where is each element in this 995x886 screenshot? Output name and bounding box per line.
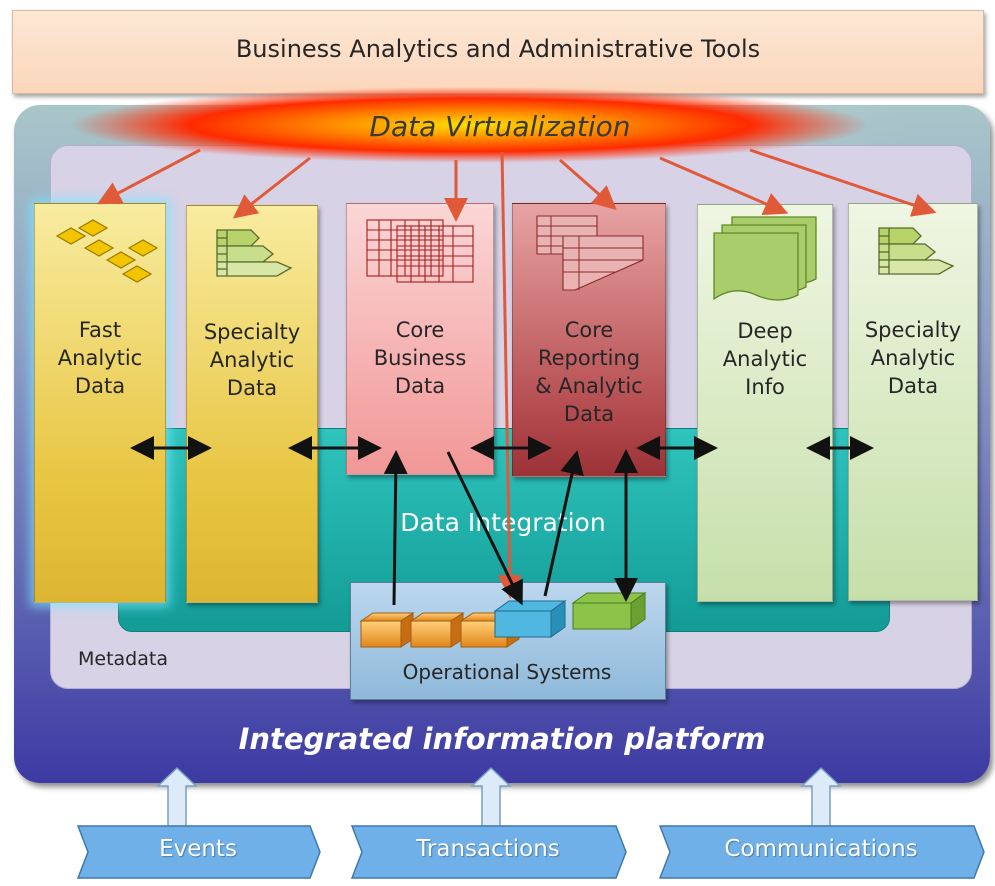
stacked-sheets-icon xyxy=(536,215,644,291)
virtualization-link xyxy=(749,148,937,217)
store-label: Core Reporting & Analytic Data xyxy=(535,318,643,426)
operational-systems-label: Operational Systems xyxy=(402,660,612,684)
metadata-label: Metadata xyxy=(78,648,168,670)
integrated-platform-label: Integrated information platform xyxy=(238,722,766,756)
store-label: Specialty Analytic Data xyxy=(864,318,962,398)
store-label: Fast Analytic Data xyxy=(57,318,143,398)
business-tools-title: Business Analytics and Administrative To… xyxy=(235,35,761,63)
up-arrow-icon xyxy=(800,766,842,831)
business-tools-bar: Business Analytics and Administrative To… xyxy=(12,10,984,94)
store-fast-analytic-data: Fast Analytic Data xyxy=(34,203,166,603)
store-specialty-analytic-data-2: Specialty Analytic Data xyxy=(848,203,978,601)
virtualization-glow xyxy=(70,87,870,163)
store-label: Core Business Data xyxy=(373,318,467,398)
source-label: Communications xyxy=(724,836,918,862)
grid-table-icon xyxy=(366,219,474,283)
document-stack-icon xyxy=(713,216,817,301)
source-transactions: Transactions xyxy=(352,824,624,876)
integration-arrow xyxy=(446,451,523,606)
virtualization-link xyxy=(659,156,789,216)
store-label: Specialty Analytic Data xyxy=(203,320,301,400)
virtualization-link xyxy=(559,158,617,210)
data-virtualization-label: Data Virtualization xyxy=(369,110,631,143)
data-integration-label: Data Integration xyxy=(400,508,606,537)
source-label: Transactions xyxy=(416,836,560,862)
source-box-transactions xyxy=(350,825,627,879)
virtualization-link xyxy=(97,148,201,205)
store-deep-analytic-info: Deep Analytic Info xyxy=(697,204,833,602)
store-core-business-data: Core Business Data xyxy=(346,203,494,475)
up-arrow-icon xyxy=(470,766,512,831)
integration-arrow xyxy=(543,450,584,597)
up-arrow-icon xyxy=(156,766,198,831)
operational-systems-box xyxy=(350,582,666,700)
source-communications: Communications xyxy=(660,824,982,876)
stepped-table-icon xyxy=(216,229,293,277)
source-box-communications xyxy=(658,825,985,879)
source-events: Events xyxy=(78,824,318,876)
stepped-table-icon xyxy=(878,227,955,275)
virtualization-link xyxy=(497,151,522,599)
virtualization-link xyxy=(232,156,311,219)
store-label: Deep Analytic Info xyxy=(722,319,808,399)
source-label: Events xyxy=(159,836,237,862)
source-box-events xyxy=(76,825,321,879)
store-core-reporting-analytic-data: Core Reporting & Analytic Data xyxy=(512,203,666,477)
diamond-cluster-icon xyxy=(55,219,159,283)
integration-arrow xyxy=(383,450,408,606)
store-specialty-analytic-data-1: Specialty Analytic Data xyxy=(186,205,318,603)
